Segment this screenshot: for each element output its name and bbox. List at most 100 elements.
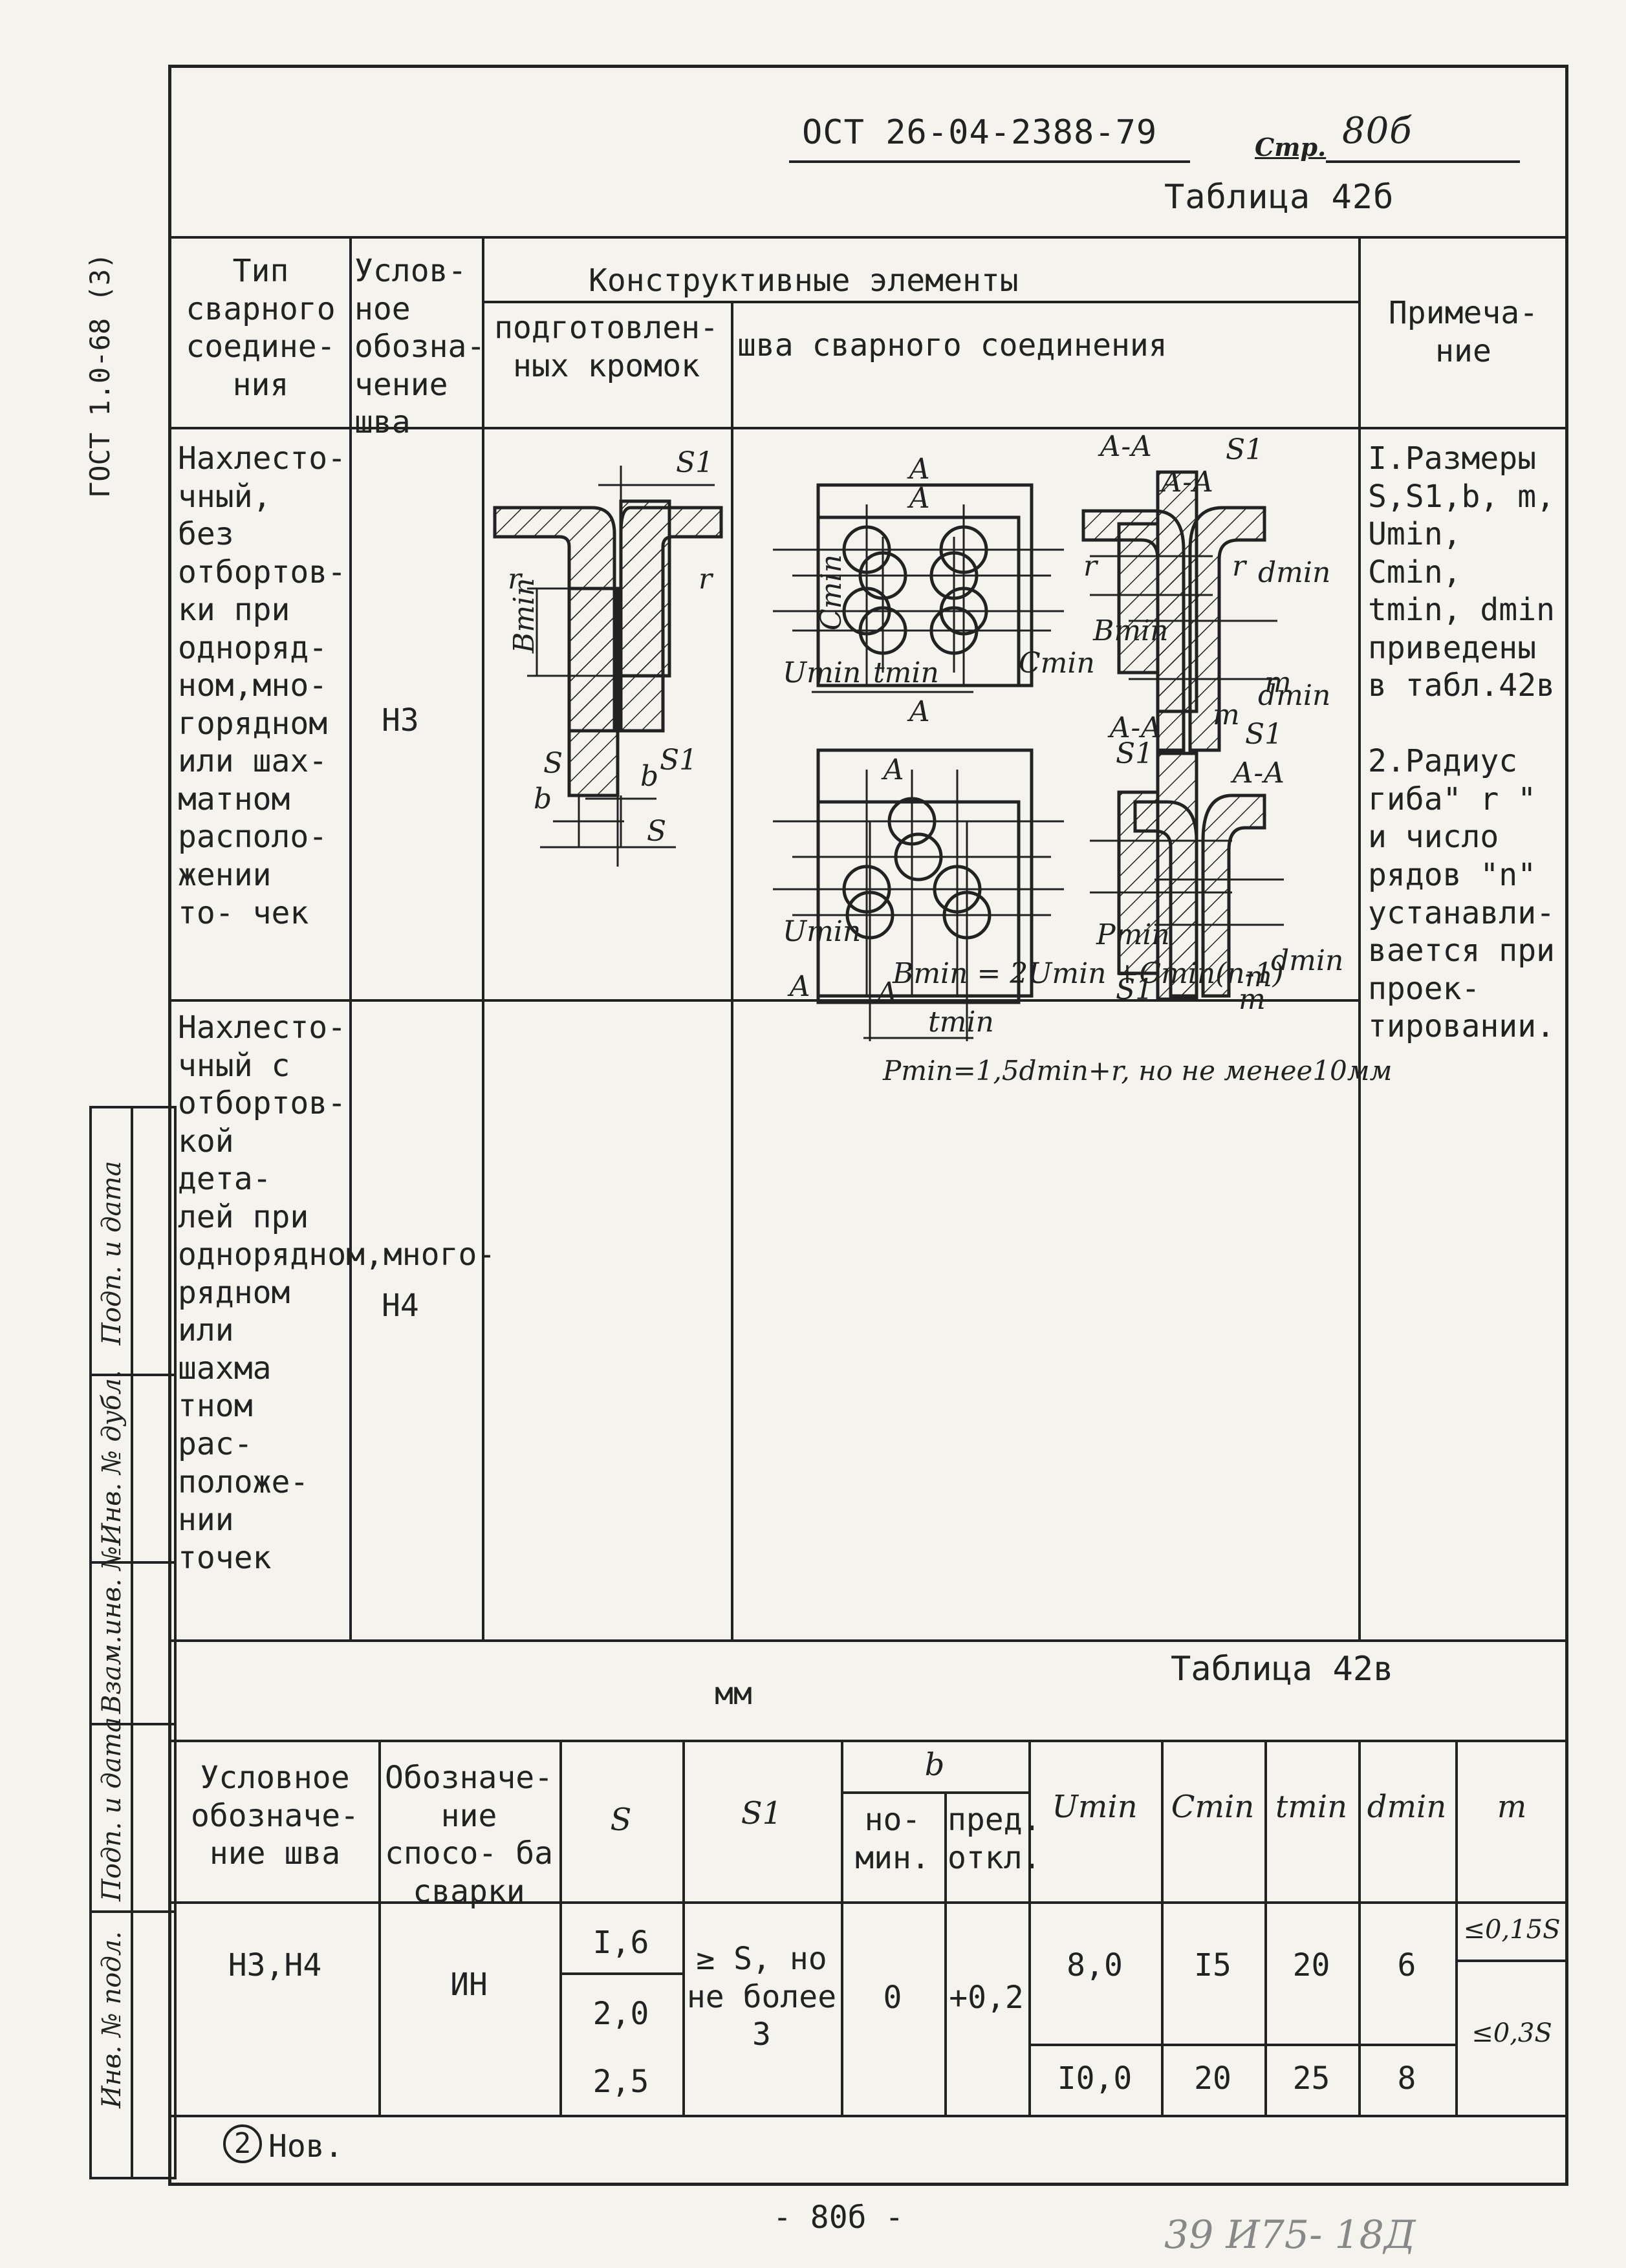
val-dmin-2: 8 [1397, 2060, 1416, 2097]
change-number-circle: 2 [223, 2124, 262, 2163]
change-label: Нов. [268, 2128, 343, 2165]
h4-r-label-4: r [1232, 550, 1248, 583]
side-gost-label: ГОСТ 1.0-68 (3) [84, 252, 116, 498]
h4-a-label-2: А [881, 753, 904, 786]
h4-section-1: А-А r r dmin m S1 А-А [1081, 466, 1330, 790]
val-m-2: ≤0,3S [1471, 2018, 1552, 2048]
h4-pmin-label: Pmin [1096, 918, 1170, 951]
h3-bmin-label: Bmin [508, 578, 541, 654]
side-stamp-column [89, 1106, 177, 2179]
h3-dmin-label-1: dmin [1258, 556, 1330, 589]
stamp-inv-podl: Инв. № подл. [97, 1931, 127, 2108]
h4-section-label-2: А-А [1230, 757, 1285, 790]
h3-b-label: b [640, 760, 658, 793]
h4-section-2: Pmin dmin S1 m [1096, 794, 1343, 1016]
h4-a-label-1: А [907, 482, 930, 515]
h4-r-label-2: r [699, 563, 714, 596]
h3-cmin-label-1: Cmin [1019, 647, 1095, 680]
row-h4-symbol: Н4 [382, 1288, 419, 1324]
stamp-vzam-inv: Взам.инв. № [97, 1546, 127, 1714]
h4-m-label-2: m [1239, 983, 1266, 1016]
h3-a-label-1: А [907, 453, 930, 486]
val-tmin-1: 20 [1292, 1947, 1330, 1983]
h4-dmin-label-2: dmin [1271, 944, 1343, 977]
h-cmin: Cmin [1171, 1789, 1255, 1825]
notes: I.Размеры S,S1,b, m, Umin, Cmin, tmin, d… [1368, 440, 1555, 1045]
sub-prepared-header: подготовлен- ных кромок [494, 310, 719, 384]
h3-s1-label: S1 [676, 446, 713, 479]
h4-b-label: b [534, 783, 552, 815]
h3-m-label-2: m [1245, 960, 1272, 993]
sub-weld-header: шва сварного соединения [737, 327, 1167, 363]
h3-section-label-2: А-А [1107, 711, 1162, 744]
h4-s1-label-3: S1 [1116, 973, 1153, 1006]
stamp-sign-date-1: Подп. и дата [97, 1161, 127, 1345]
h-s1: S1 [741, 1795, 783, 1831]
stamp-inv-dubl: Инв. № дубл. [97, 1370, 127, 1546]
val-tmin-2: 25 [1292, 2060, 1330, 2097]
row-h3-symbol: Н3 [382, 702, 419, 739]
h-s: S [610, 1802, 632, 1838]
h3-weld-plan-1: А Umin tmin Cmin А [773, 453, 1095, 728]
weld-drawings: S1 Bmin b S А Umin tmin Cmin А А-А S1 dm… [493, 430, 1392, 1086]
val-symbol: Н3,Н4 [228, 1947, 322, 1983]
h4-weld-plan-2: А tmin [792, 800, 1051, 1041]
h-dmin: dmin [1367, 1789, 1447, 1825]
val-cmin-1: I5 [1194, 1947, 1231, 1983]
h3-s-label: S [647, 815, 666, 848]
h4-s1-label: S1 [660, 744, 697, 777]
table-42v-title: Таблица 42в [1171, 1650, 1394, 1689]
h-umin: Umin [1052, 1789, 1138, 1825]
val-umin-2: I0,0 [1057, 2060, 1133, 2097]
h3-a-label-3: А [787, 970, 810, 1003]
h4-weld-plan-1: А Cmin А [792, 482, 1051, 786]
val-method: ИН [450, 1967, 488, 2003]
h4-tmin-label: tmin [928, 1006, 994, 1039]
doc-code: ОСТ 26-04-2388-79 [802, 113, 1158, 152]
handwritten-corner-note: 39 И75- 18Д [1164, 2212, 1416, 2258]
row-h4-type: Нахлесто- чный с отбортов- кой дета- лей… [178, 1010, 496, 1576]
h-m: m [1497, 1789, 1527, 1825]
h-tmin: tmin [1275, 1789, 1348, 1825]
h4-r-label-1: r [508, 563, 523, 596]
h3-section-label-1: А-А [1098, 430, 1153, 463]
stamp-sign-date-2: Подп. и дата [97, 1717, 127, 1901]
h-symbol: Условное обозначе- ние шва [190, 1760, 360, 1872]
h-b-nom: но- мин. [855, 1802, 930, 1876]
val-dmin-1: 6 [1397, 1947, 1416, 1983]
h-b-dev: пред. откл. [948, 1802, 1041, 1876]
page-label: Стр. [1255, 133, 1327, 162]
table-42v-unit: мм [715, 1676, 752, 1712]
h3-section-2: А-А S1 m [1090, 711, 1283, 1001]
val-s-3: 2,5 [592, 2064, 649, 2100]
h-method: Обозначе- ние спосо- ба сварки [384, 1760, 554, 1910]
h4-m-label-1: m [1213, 698, 1240, 731]
h4-section-label-1: А-А [1159, 466, 1214, 499]
page-frame [168, 65, 1568, 2186]
val-b-dev: +0,2 [949, 1980, 1024, 2016]
h3-s1-label-2: S1 [1226, 433, 1263, 466]
h3-a-label-2: А [907, 695, 930, 728]
h-b: b [924, 1747, 945, 1783]
val-s1: ≥ S, но не более 3 [686, 1941, 837, 2053]
group-title: Конструктивные элементы [589, 263, 1019, 299]
col-type-header: Тип сварного соедине- ния [186, 253, 336, 403]
h4-prepared-drawing: r r S S1 b [493, 506, 723, 828]
val-s-2: 2,0 [592, 1996, 649, 2032]
h4-r-label-3: r [1083, 550, 1099, 583]
val-m-1: ≤0,15S [1463, 1915, 1561, 1945]
h3-s1-label-3: S1 [1245, 718, 1283, 751]
val-b-nom: 0 [883, 1980, 902, 2016]
page-number: 80б [1342, 110, 1413, 152]
row-h3-type: Нахлесто- чный, без отбортов- ки при одн… [178, 440, 347, 931]
h4-formula: Pmin=1,5dmin+r, но не менее10мм [882, 1055, 1392, 1086]
h4-s1-label-2: S1 [1116, 737, 1153, 770]
val-umin-1: 8,0 [1067, 1947, 1123, 1983]
val-s-1: I,6 [592, 1925, 649, 1961]
col-note-header: Примеча- ние [1388, 295, 1539, 369]
page-bottom-number: - 80б - [773, 2199, 904, 2236]
h4-s-label: S [543, 747, 563, 780]
h3-m-label-1: m [1264, 666, 1292, 699]
table-42b-title: Таблица 42б [1164, 178, 1394, 217]
h4-dmin-label-1: dmin [1258, 679, 1330, 712]
